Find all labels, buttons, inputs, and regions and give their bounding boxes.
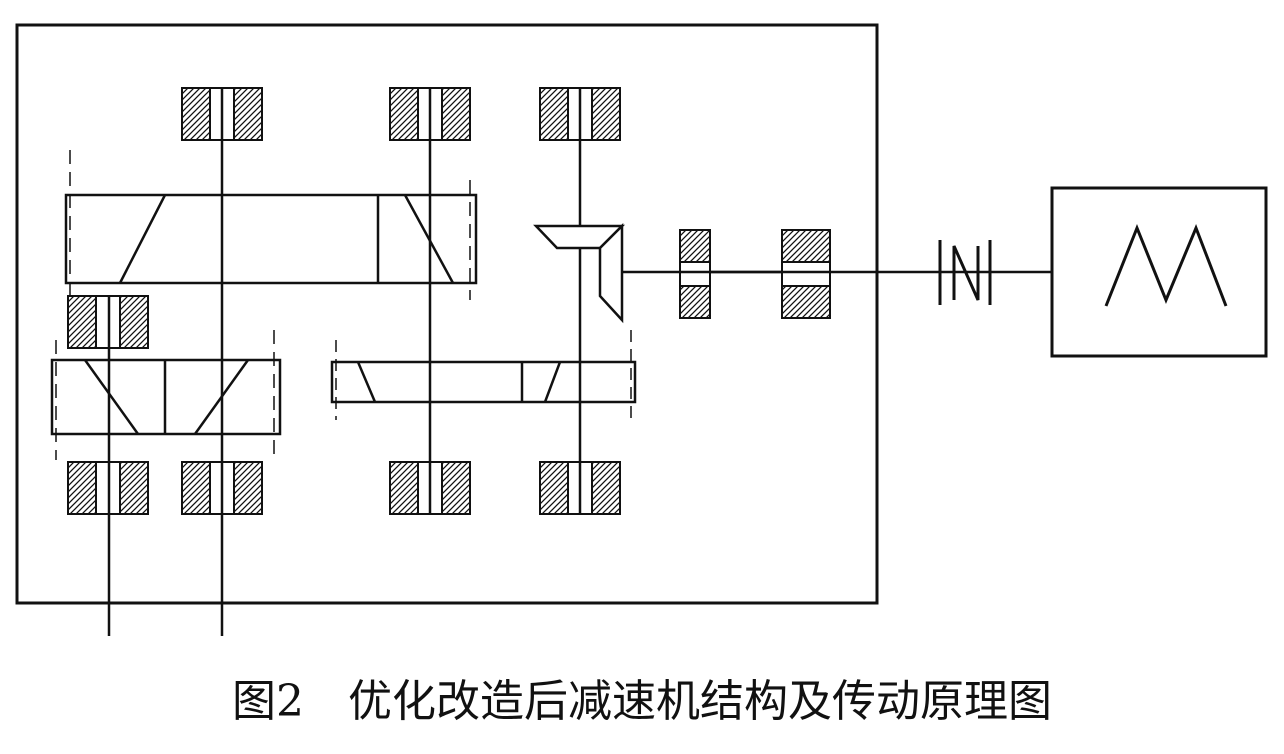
reducer-housing (15, 23, 879, 605)
figure-title: 优化改造后减速机结构及传动原理图 (348, 676, 1052, 727)
gear-tooth (193, 359, 250, 435)
gear-left-lower (50, 330, 282, 460)
motor-zigzag (1104, 223, 1228, 307)
coupling-icon (938, 240, 992, 305)
bearings (67, 87, 831, 515)
gear-tooth (543, 361, 562, 403)
bearing-icon (781, 229, 831, 319)
gear-tooth (356, 361, 377, 403)
shaft-overlay (107, 88, 830, 514)
figure-number: 图2 (232, 676, 304, 727)
bearing-icon (679, 229, 711, 319)
bevel-gear-icon (533, 222, 626, 324)
motor-box (1050, 186, 1268, 358)
gear-tooth (403, 194, 455, 284)
gear-top-wide (64, 150, 478, 300)
motor-icon (1050, 186, 1268, 358)
reducer-transmission-diagram (15, 23, 1268, 636)
gear-tooth (83, 359, 140, 435)
gear-middle-lower (330, 330, 637, 420)
figure-caption: 图2 优化改造后减速机结构及传动原理图 (0, 662, 1284, 732)
gear-tooth (118, 194, 167, 284)
